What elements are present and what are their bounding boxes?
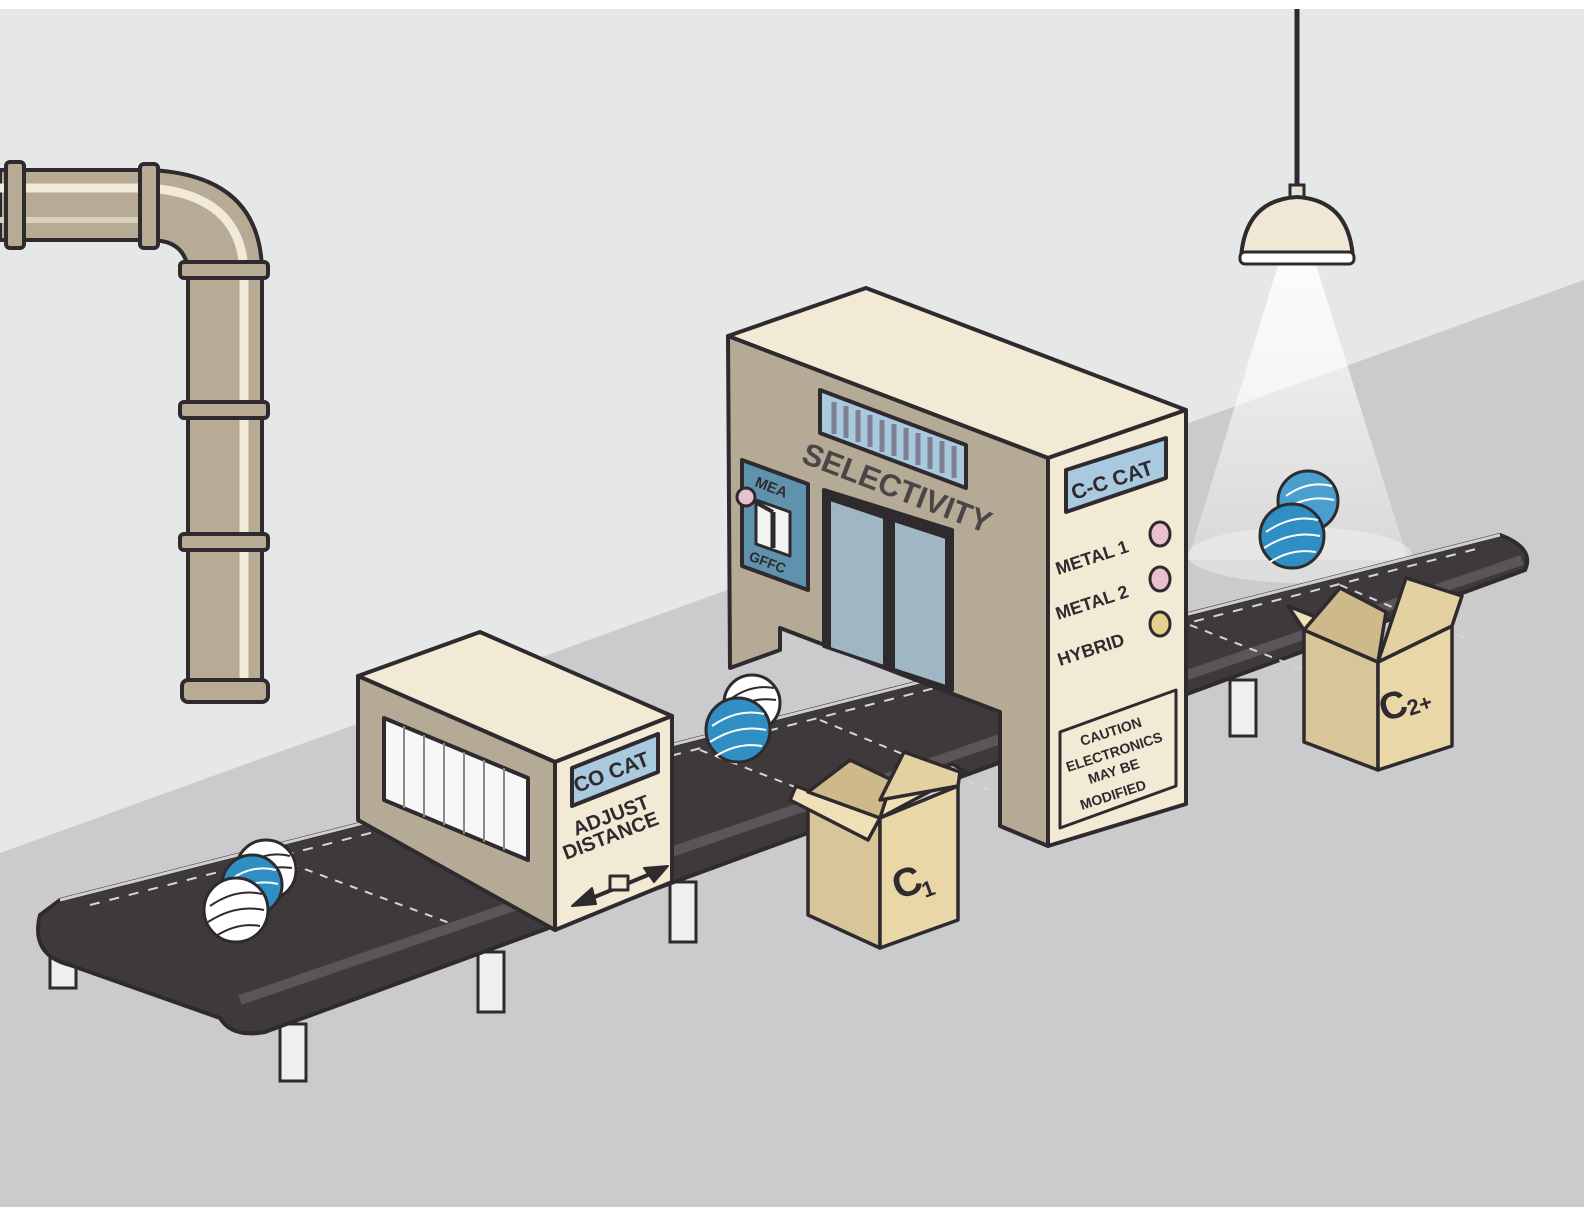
selectivity-door-left[interactable]	[830, 500, 884, 666]
indicator-light-hybrid[interactable]	[1150, 612, 1170, 636]
indicator-light-metal-2[interactable]	[1150, 567, 1170, 591]
indicator-light-metal-1[interactable]	[1150, 522, 1170, 546]
selectivity-door-right[interactable]	[894, 521, 946, 686]
